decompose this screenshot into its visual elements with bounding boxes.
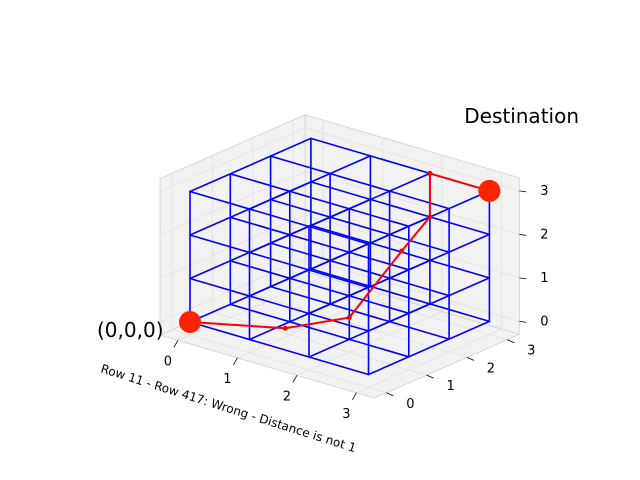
pane-gridline	[305, 257, 520, 322]
path-point	[399, 248, 405, 254]
grid-line	[310, 181, 491, 236]
grid-line	[310, 268, 491, 323]
grid-line	[189, 190, 370, 245]
grid-line	[229, 259, 410, 315]
tick-mark	[292, 375, 298, 383]
grid-line	[189, 321, 370, 376]
x-tick-label: 1	[223, 372, 231, 387]
x-tick-label: 3	[342, 407, 350, 422]
tick-mark	[519, 190, 527, 193]
y-tick-label: 0	[406, 397, 414, 412]
grid-line	[367, 277, 491, 332]
destination-annotation: Destination	[464, 104, 579, 128]
tick-mark	[519, 320, 527, 323]
pane-gridline	[356, 328, 502, 394]
z-tick-label: 2	[540, 227, 548, 242]
y-tick-label: 3	[527, 344, 535, 359]
y-tick-label: 2	[487, 361, 495, 376]
grid-line	[189, 277, 370, 332]
start-annotation: (0,0,0)	[97, 318, 164, 342]
grid-line	[229, 173, 410, 228]
grid-line	[367, 233, 491, 289]
start-marker	[179, 311, 201, 333]
path-point	[427, 170, 433, 176]
tick-mark	[173, 340, 179, 348]
tick-mark	[386, 392, 394, 397]
grid-line	[229, 216, 410, 271]
path-point	[427, 214, 433, 220]
tick-mark	[233, 357, 238, 366]
grid-line	[269, 198, 450, 253]
grid-line	[189, 137, 312, 193]
tick-mark	[426, 374, 434, 379]
grid-line	[229, 303, 410, 358]
y-tick-label: 1	[447, 379, 455, 394]
pane-gridline	[296, 311, 443, 376]
x-tick-label: 2	[283, 389, 291, 404]
z-tick-label: 0	[540, 314, 548, 329]
tick-mark	[466, 357, 475, 361]
pane-gridline	[305, 214, 520, 279]
grid-line	[248, 155, 372, 210]
pane-gridline	[305, 127, 520, 192]
path-point	[282, 325, 288, 331]
tick-mark	[507, 339, 515, 344]
grid-line	[367, 320, 491, 376]
pane-gridline	[305, 170, 520, 235]
tick-mark	[352, 392, 357, 401]
pane-gridline	[172, 329, 387, 394]
grid-line	[269, 242, 450, 297]
path-point	[346, 315, 352, 321]
pane-gridline	[177, 276, 324, 341]
endpoint-markers	[179, 179, 501, 333]
grid-line	[269, 155, 450, 210]
tick-mark	[519, 277, 527, 280]
grid-line	[269, 285, 450, 340]
cube-grid-lines	[189, 137, 491, 376]
pane-gridline	[159, 127, 306, 192]
z-tick-label: 1	[540, 271, 548, 286]
destination-marker	[478, 179, 501, 202]
z-tick-label: 3	[540, 184, 548, 199]
tick-mark	[519, 233, 527, 236]
grid-line	[189, 234, 370, 289]
x-tick-label: 0	[164, 354, 172, 369]
